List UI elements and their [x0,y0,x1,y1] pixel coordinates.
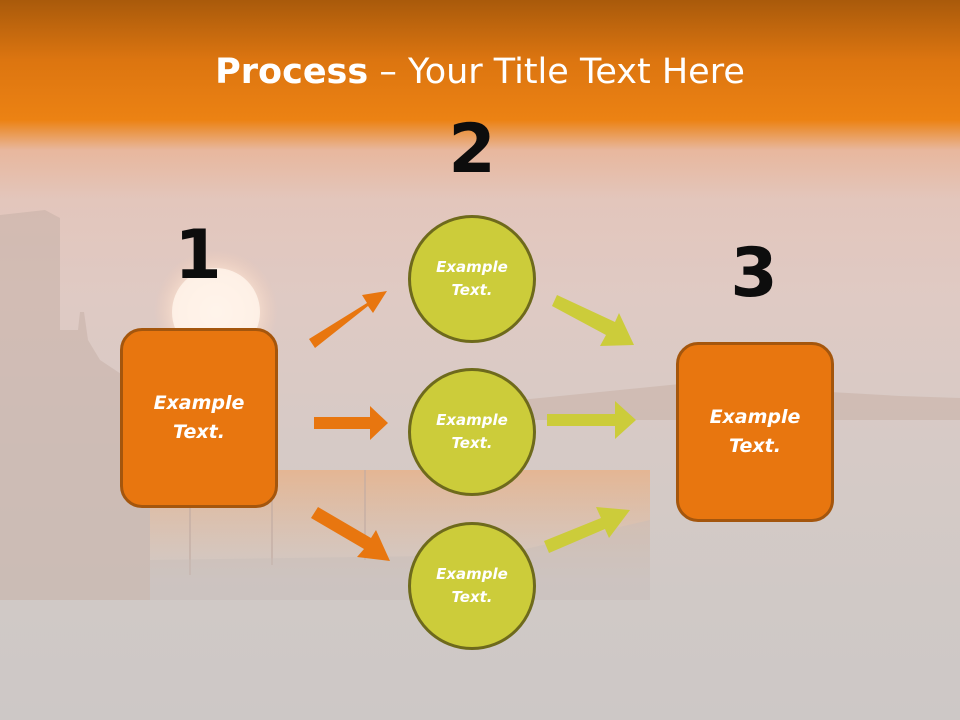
step3-text-line2: Text. [729,435,781,457]
arrow-circle-1-to-3 [552,295,634,346]
step1-text-line1: Example [153,392,245,414]
arrow-1-to-circle-2 [314,406,388,440]
step-number-2: 2 [448,110,496,189]
step-number-3: 3 [730,234,778,313]
arrow-1-to-circle-3 [311,507,390,561]
step-number-1: 1 [174,216,222,295]
arrow-circle-3-to-3 [544,507,630,553]
circle-1-line2: Text. [451,281,493,299]
circle-1-line1: Example [436,258,508,276]
title-rest: – Your Title Text Here [368,52,745,92]
circle-3-line2: Text. [451,588,493,606]
circle-3-line1: Example [436,565,508,583]
arrow-1-to-circle-1 [309,291,387,348]
arrow-circle-2-to-3 [547,401,636,439]
step1-text-line2: Text. [173,421,225,443]
circle-2-line2: Text. [451,434,493,452]
step3-text-line1: Example [709,406,801,428]
title-bold: Process [215,52,369,92]
circle-2-line1: Example [436,411,508,429]
tower-silhouette [0,210,150,600]
slide-title: Process – Your Title Text Here [0,52,960,92]
